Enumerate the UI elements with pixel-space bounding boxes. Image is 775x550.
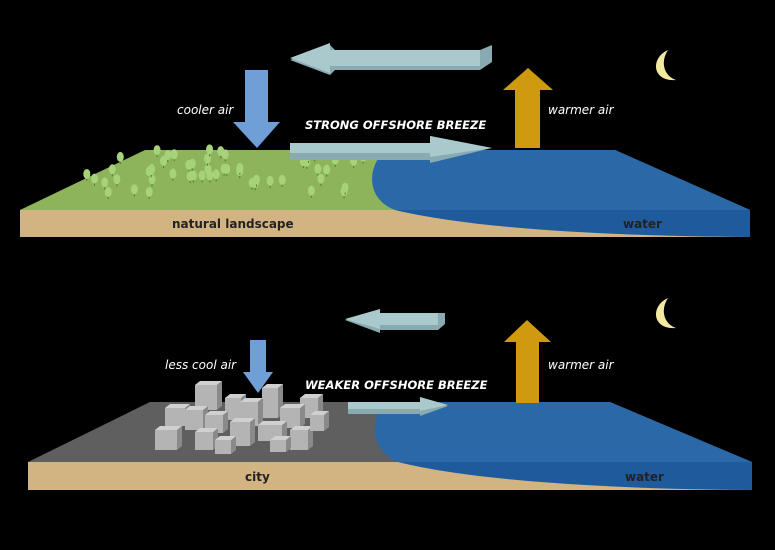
tree-icon xyxy=(148,174,156,187)
tree-icon xyxy=(317,173,325,186)
building-icon xyxy=(195,381,222,410)
tree-icon xyxy=(108,164,116,177)
building-icon xyxy=(155,426,182,450)
moon-icon xyxy=(656,298,676,329)
tree-icon xyxy=(91,173,99,186)
cool-air-label: cooler air xyxy=(177,103,234,117)
water-surface xyxy=(374,402,752,462)
building-icon xyxy=(310,411,329,431)
tree-icon xyxy=(101,177,109,190)
warm-air-label: warmer air xyxy=(548,103,615,117)
building-icon xyxy=(195,428,218,450)
warm-air-label: warmer air xyxy=(548,358,615,372)
buildings xyxy=(155,381,329,454)
tree-icon xyxy=(266,175,274,188)
tree-icon xyxy=(341,182,349,195)
building-icon xyxy=(270,436,291,452)
water-side xyxy=(398,462,752,490)
cool-air-down-arrow xyxy=(243,340,273,393)
breeze-label: STRONG OFFSHORE BREEZE xyxy=(305,118,486,132)
water-label: water xyxy=(625,470,664,484)
return-flow-arrow xyxy=(345,309,445,333)
tree-icon xyxy=(104,187,112,200)
tree-icon xyxy=(147,165,155,178)
tree-icon xyxy=(116,151,124,164)
offshore-breeze-arrow xyxy=(290,136,492,163)
building-icon xyxy=(290,426,313,450)
tree-icon xyxy=(153,145,161,158)
warm-air-up-arrow xyxy=(504,320,551,403)
tree-icon xyxy=(307,185,315,198)
bottom-panel: less cool air WEAKER OFFSHORE BREEZE war… xyxy=(28,298,752,490)
tree-icon xyxy=(217,146,225,159)
water-surface xyxy=(372,150,750,210)
land-label: natural landscape xyxy=(172,217,294,231)
tree-icon xyxy=(83,168,91,181)
offshore-breeze-arrow xyxy=(348,397,448,416)
cool-air-down-arrow xyxy=(233,70,280,148)
land-label: city xyxy=(245,470,270,484)
tree-icon xyxy=(220,163,228,176)
tree-icon xyxy=(206,170,214,183)
building-icon xyxy=(215,436,236,454)
tree-icon xyxy=(160,155,168,168)
tree-icon xyxy=(212,169,220,182)
building-icon xyxy=(205,411,228,433)
water-side xyxy=(395,210,750,237)
tree-icon xyxy=(130,184,138,197)
tree-icon xyxy=(248,177,256,190)
top-panel: cooler air STRONG OFFSHORE BREEZE warmer… xyxy=(20,43,750,237)
tree-icon xyxy=(188,158,196,171)
tree-icon xyxy=(145,186,153,199)
building-icon xyxy=(185,406,208,430)
breeze-label: WEAKER OFFSHORE BREEZE xyxy=(305,378,488,392)
tree-icon xyxy=(198,170,206,183)
tree-icon xyxy=(206,144,214,157)
tree-icon xyxy=(278,174,286,187)
tree-icon xyxy=(169,168,177,181)
tree-icon xyxy=(186,171,194,184)
warm-air-up-arrow xyxy=(503,68,553,148)
return-flow-arrow xyxy=(290,43,492,75)
tree-icon xyxy=(314,163,322,176)
tree-icon xyxy=(113,174,121,187)
moon-icon xyxy=(656,50,676,81)
cool-air-label: less cool air xyxy=(165,358,237,372)
tree-icon xyxy=(236,162,244,175)
tree-icon xyxy=(170,149,178,162)
water-label: water xyxy=(623,217,662,231)
tree-icon xyxy=(323,164,331,177)
building-icon xyxy=(262,384,283,418)
